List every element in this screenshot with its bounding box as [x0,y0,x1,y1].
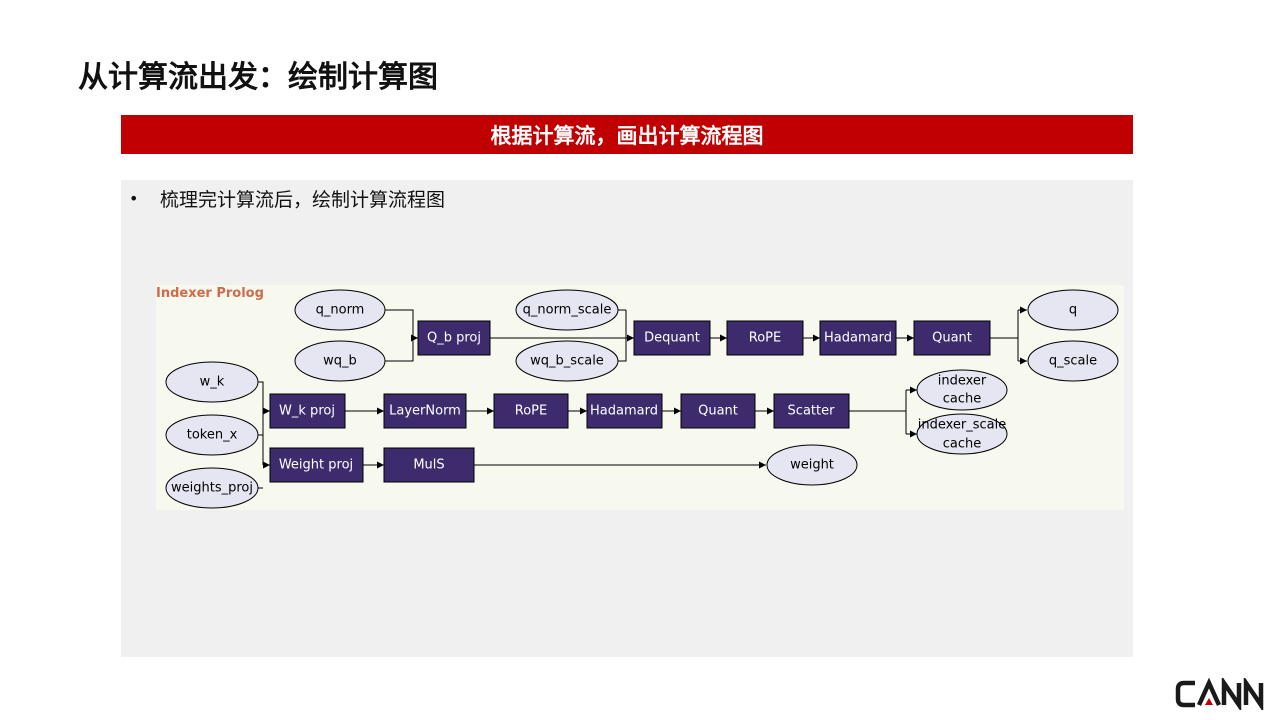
cann-logo [1175,678,1270,710]
op-label-quant-k: Quant [698,404,738,419]
output-label-q: q [1069,303,1077,318]
diagram-canvas: q_norm wq_b q_norm_scale wq_b_scale w_k … [165,289,1119,509]
cann-logo-mark [1175,678,1264,710]
op-label-muls: MulS [413,458,444,473]
op-node-layernorm: LayerNorm [383,393,467,429]
output-nodes: q q_scale indexer cache indexer_scale ca… [766,289,1119,486]
op-label-hadamard-k: Hadamard [590,404,658,419]
op-node-hadamard-k: Hadamard [586,393,663,429]
op-label-rope-q: RoPE [749,331,781,346]
diagram-caption: Indexer Prolog [156,286,264,301]
op-node-weight-proj: Weight proj [269,447,364,483]
op-label-quant-q: Quant [932,331,972,346]
operator-nodes: Q_b proj Dequant RoPE Hadamard Quant W_k… [269,320,991,483]
input-node-wq-b: wq_b [294,340,386,382]
bullet-icon: • [129,189,139,208]
input-label-token-x: token_x [187,428,238,443]
input-node-w-k: w_k [165,361,259,403]
op-node-hadamard-q: Hadamard [819,320,897,356]
op-label-scatter: Scatter [788,404,836,419]
op-node-dequant: Dequant [633,320,711,356]
op-node-rope-k: RoPE [493,393,569,429]
op-label-dequant: Dequant [644,331,700,346]
op-node-quant-q: Quant [913,320,991,356]
output-label-indexer-cache-line2: cache [943,392,982,407]
input-label-q-norm-scale: q_norm_scale [523,303,612,318]
op-node-scatter: Scatter [773,393,850,429]
input-node-q-norm-scale: q_norm_scale [515,289,619,331]
output-label-indexer-scale-cache-line1: indexer_scale [918,418,1007,433]
output-label-indexer-scale-cache-line2: cache [943,437,982,452]
output-node-q: q [1027,289,1119,331]
op-node-rope-q: RoPE [726,320,804,356]
op-node-quant-k: Quant [680,393,756,429]
section-banner: 根据计算流，画出计算流程图 [121,115,1133,154]
input-label-q-norm: q_norm [316,303,365,318]
computation-flow-diagram: q_norm wq_b q_norm_scale wq_b_scale w_k … [156,285,1124,510]
input-label-weights-proj: weights_proj [171,481,253,496]
bullet-item: • 梳理完计算流后，绘制计算流程图 [129,185,445,212]
op-node-muls: MulS [383,447,475,483]
input-node-token-x: token_x [165,414,259,456]
input-label-w-k: w_k [200,375,225,390]
output-label-q-scale: q_scale [1049,354,1097,369]
bullet-text: 梳理完计算流后，绘制计算流程图 [160,189,446,211]
op-label-hadamard-q: Hadamard [824,331,892,346]
op-label-layernorm: LayerNorm [389,404,461,419]
input-label-wq-b-scale: wq_b_scale [530,354,604,369]
output-node-indexer-cache: indexer cache [916,369,1008,411]
output-node-indexer-scale-cache: indexer_scale cache [916,413,1008,455]
input-nodes: q_norm wq_b q_norm_scale wq_b_scale w_k … [165,289,619,509]
input-node-q-norm: q_norm [294,289,386,331]
output-label-weight: weight [790,458,834,473]
op-label-q-b-proj: Q_b proj [427,331,481,346]
slide-title: 从计算流出发：绘制计算图 [78,60,438,95]
input-node-wq-b-scale: wq_b_scale [515,340,619,382]
op-label-rope-k: RoPE [515,404,547,419]
op-node-w-k-proj: W_k proj [269,393,346,429]
output-node-q-scale: q_scale [1027,340,1119,382]
op-label-w-k-proj: W_k proj [279,404,335,419]
op-node-q-b-proj: Q_b proj [417,320,491,356]
output-label-indexer-cache-line1: indexer [938,374,987,389]
input-label-wq-b: wq_b [323,354,357,369]
op-label-weight-proj: Weight proj [279,458,353,473]
output-node-weight: weight [766,444,858,486]
input-node-weights-proj: weights_proj [165,467,259,509]
